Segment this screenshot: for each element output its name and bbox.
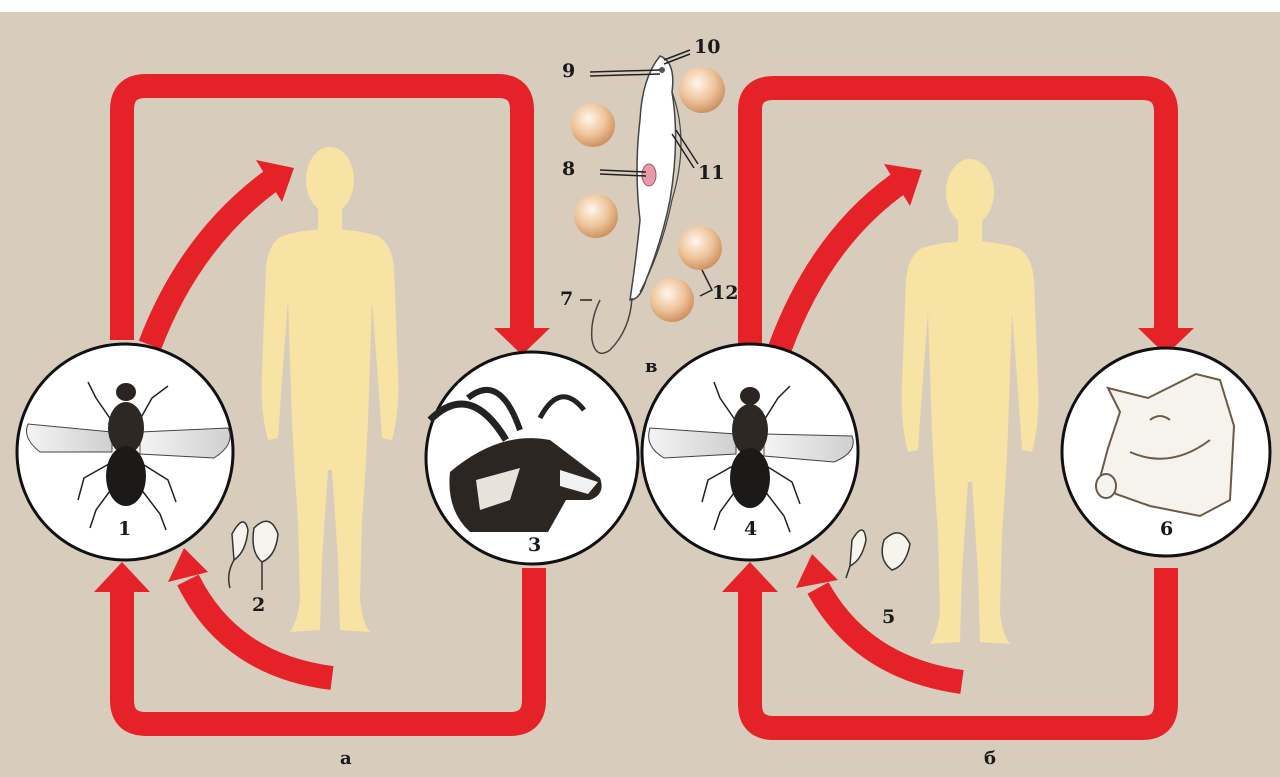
circle-3-antelope [426,352,638,564]
label-8: 8 [562,160,575,179]
label-2: 2 [252,596,265,615]
label-12: 12 [712,284,738,303]
erythrocyte-icon [650,278,694,322]
part-label-v: в [645,358,658,376]
label-3: 3 [528,536,541,555]
label-11: 11 [698,164,724,183]
label-1: 1 [118,520,131,539]
erythrocyte-icon [571,103,615,147]
top-edge [0,0,1280,12]
label-4: 4 [744,520,757,539]
part-label-b: б [984,750,996,768]
part-label-a: а [340,750,352,768]
label-9: 9 [562,62,575,81]
erythrocyte-icon [678,226,722,270]
label-10: 10 [694,38,720,57]
label-7: 7 [560,290,573,309]
erythrocyte-icon [679,67,725,113]
label-5: 5 [882,608,895,627]
label-6: 6 [1160,520,1173,539]
erythrocyte-icon [574,194,618,238]
pig-head-icon [1096,374,1234,516]
